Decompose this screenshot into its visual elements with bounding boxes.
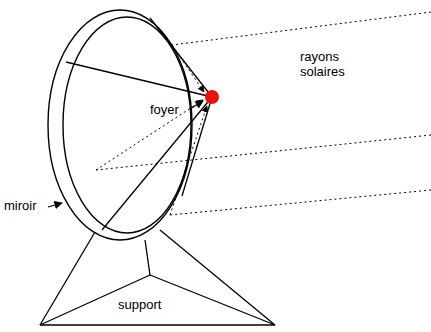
- mirror-pointer: [48, 203, 62, 207]
- focus-struts: [66, 18, 212, 230]
- support-frame: [40, 230, 275, 325]
- mirror-label: miroir: [4, 199, 37, 214]
- focus-point: [205, 90, 219, 104]
- focus-label: foyer: [150, 103, 179, 118]
- focus-pointer: [190, 101, 203, 109]
- sun-rays: [96, 12, 431, 215]
- sun-rays-label: rayons solaires: [300, 50, 362, 80]
- support-label: support: [118, 298, 161, 313]
